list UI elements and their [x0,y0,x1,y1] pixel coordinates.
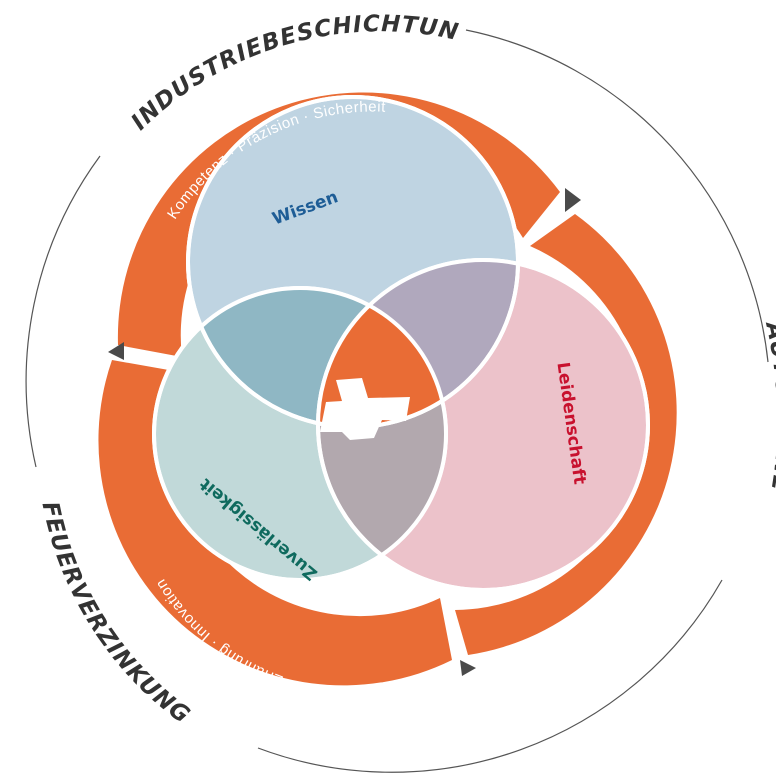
marker-top-right [565,188,581,212]
ring-markers [108,188,581,676]
marker-left [108,342,124,360]
outer-arc-left [25,155,101,468]
ring-segment-right [455,214,677,655]
outer-arc-top-right [465,29,769,363]
outer-arc-bottom [257,579,723,773]
outer-label-autokrane: AUTOKRANE [760,318,776,494]
ring-segment-left [98,360,452,686]
swiss-cross-icon [320,378,410,440]
marker-bottom [460,660,476,676]
outer-ring [25,29,769,773]
